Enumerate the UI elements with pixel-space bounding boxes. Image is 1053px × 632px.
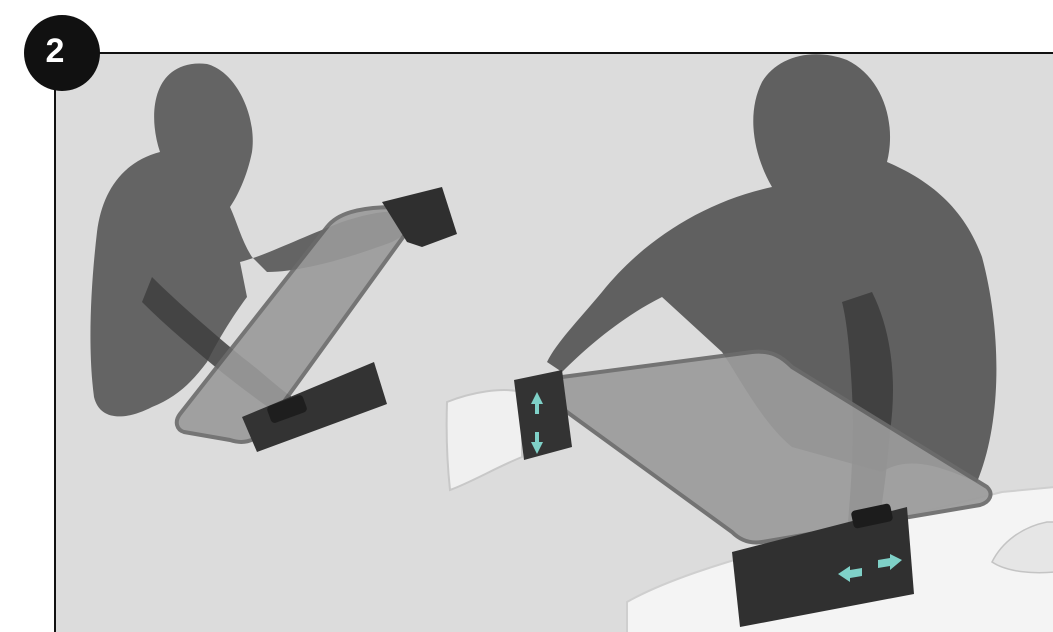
step-number: 2 [46,34,65,68]
right-scene [447,54,1053,632]
right-chair-backrest-left [447,390,522,490]
illustration-panel [54,52,1053,632]
right-vertical-bracket [514,370,572,460]
left-scene [90,63,457,452]
illustration-svg [54,52,1053,632]
step-number-badge: 2 [24,15,100,91]
